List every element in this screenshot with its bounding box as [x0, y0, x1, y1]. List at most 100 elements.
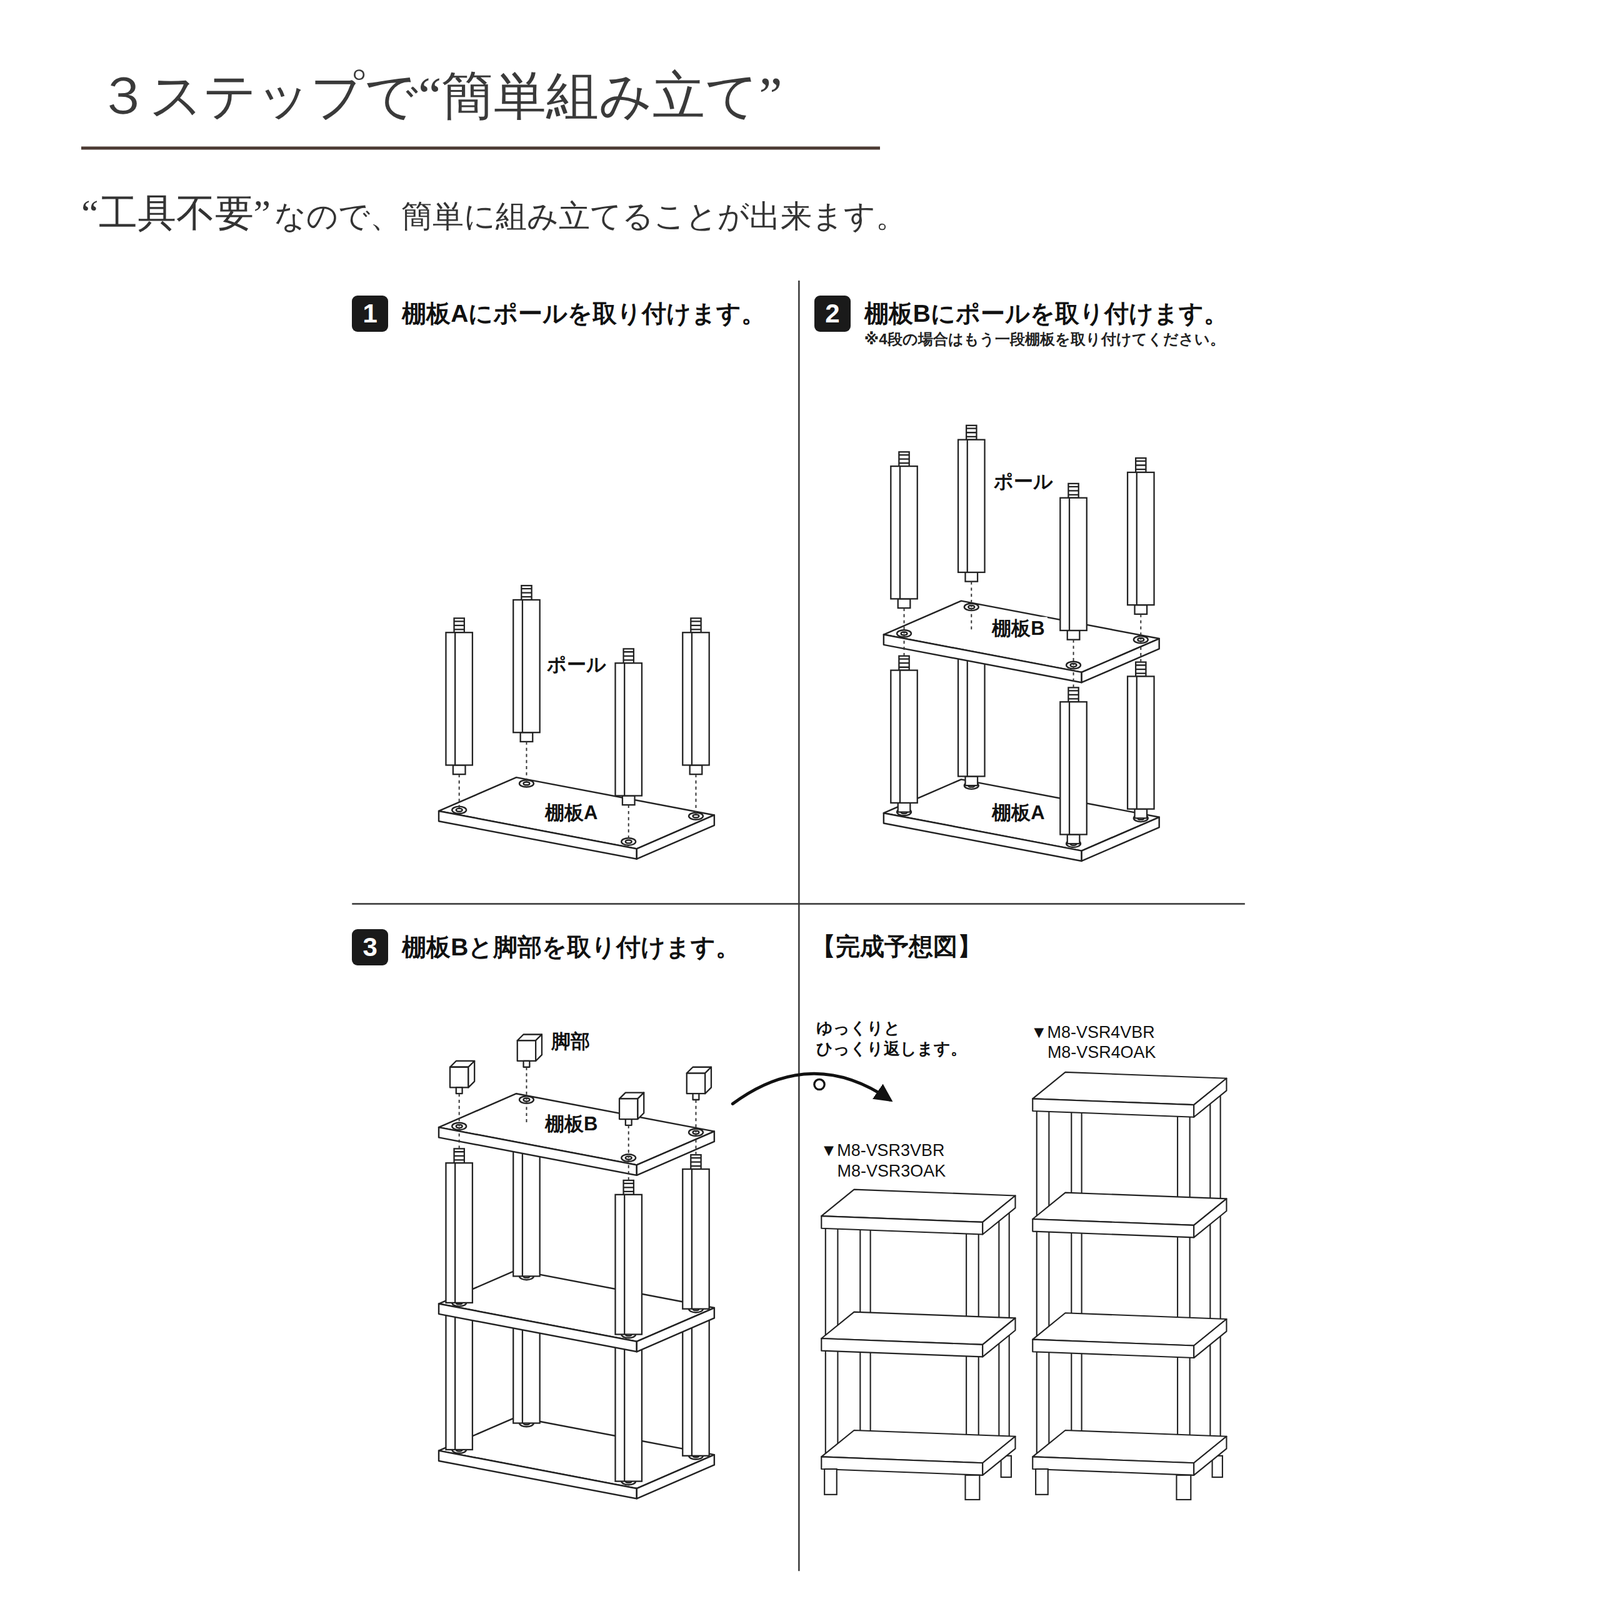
step2-drawing	[883, 779, 1160, 862]
step-instruction: 棚板Bと脚部を取り付けます。	[401, 929, 740, 966]
guide-dots	[1140, 640, 1142, 663]
finished-shelf-4	[1032, 1193, 1227, 1239]
part-label: 脚部	[548, 1030, 593, 1054]
pole	[454, 1303, 456, 1450]
guide-dots	[1140, 614, 1142, 640]
guide-dots	[903, 633, 905, 657]
flip-note: ゆっくりと ひっくり返します。	[816, 1018, 980, 1059]
step-text-column: 棚板Aにポールを取り付けます。	[401, 295, 766, 332]
step1-drawing	[438, 585, 715, 860]
guide-dots	[458, 1126, 460, 1149]
guide-dots	[695, 1100, 697, 1133]
guide-dots	[525, 741, 527, 784]
step3-drawing	[445, 1148, 472, 1304]
pole	[445, 1303, 472, 1450]
step-text-column: 棚板Bにポールを取り付けます。※4段の場合はもう一段棚板を取り付けてください。	[864, 295, 1229, 349]
step-note: ※4段の場合はもう一段棚板を取り付けてください。	[864, 330, 1229, 349]
pole	[682, 1309, 709, 1457]
step-instruction: 棚板Bにポールを取り付けます。	[864, 295, 1229, 332]
step3-drawing	[438, 1035, 715, 1500]
step3-drawing	[438, 1093, 715, 1176]
finished-shelf-4	[1176, 1475, 1191, 1500]
step3-drawing	[438, 1417, 715, 1500]
step2-drawing	[1127, 662, 1154, 819]
step1-drawing	[682, 618, 709, 775]
finished-shelf-4	[1210, 1095, 1220, 1205]
step-number: 1	[363, 298, 378, 329]
step-badge: 2	[814, 295, 851, 332]
guide-dots	[459, 741, 697, 842]
part-label: ポール	[991, 470, 1056, 494]
step3-drawing	[438, 1270, 715, 1353]
flip-arrow	[732, 1073, 890, 1104]
step2-drawing	[1127, 458, 1154, 615]
flip-arrow	[732, 1073, 890, 1104]
finished-shelf-4	[1210, 1215, 1220, 1325]
finished-shelf-4	[1036, 1351, 1050, 1459]
step2-drawing	[883, 425, 1160, 862]
step1-drawing	[445, 618, 472, 775]
title-underline	[81, 146, 880, 150]
guide-dots	[525, 1067, 527, 1100]
step1-drawing	[513, 585, 540, 742]
finished-shelf-3	[998, 1212, 1009, 1325]
assembly-drawing	[351, 280, 1245, 1572]
step-badge: 3	[351, 929, 389, 966]
panel-divider	[798, 280, 800, 1572]
step2-drawing	[890, 451, 917, 609]
finished-shelf-3	[824, 1469, 837, 1495]
step2-drawing	[890, 656, 917, 813]
step-number: 2	[825, 298, 840, 329]
finished-shelf-4	[1210, 1335, 1220, 1443]
step-heading: 3 棚板Bと脚部を取り付けます。	[351, 929, 740, 966]
finished-shelf-3	[821, 1190, 1015, 1500]
step-number: 3	[363, 932, 378, 963]
finished-shelf-3	[825, 1351, 839, 1459]
pole	[623, 1335, 625, 1482]
finished-shelf-3	[821, 1430, 1015, 1476]
step2-drawing	[958, 425, 985, 582]
finished-shelf-4	[1032, 1430, 1227, 1476]
guide-dots	[525, 1100, 527, 1123]
guide-dots	[695, 774, 697, 817]
guide-dots	[459, 1067, 697, 1181]
step3-drawing	[619, 1093, 644, 1126]
part-label: 棚板A	[989, 801, 1047, 825]
guide-dots	[903, 608, 905, 634]
step-heading: 2 棚板Bにポールを取り付けます。※4段の場合はもう一段棚板を取り付けてください。	[814, 295, 1229, 349]
step-badge: 1	[351, 295, 389, 332]
guide-dots	[628, 1158, 630, 1181]
finished-shelf-4	[1032, 1072, 1227, 1118]
step1-drawing	[615, 648, 642, 805]
panel-divider	[351, 280, 1245, 1572]
part-label: ポール	[544, 653, 609, 677]
finished-shelf-3	[825, 1228, 839, 1340]
part-label: 棚板B	[989, 616, 1047, 640]
page-title: ３ステップで“簡単組み立て”	[96, 67, 783, 125]
step3-drawing	[686, 1067, 712, 1100]
step3-drawing	[450, 1061, 475, 1094]
guide-dots	[458, 774, 460, 810]
panel-divider	[351, 903, 1245, 905]
step2-drawing	[1060, 483, 1087, 640]
guide-dots	[970, 581, 972, 608]
step3-drawing	[615, 1180, 642, 1335]
flip-arrow	[814, 1079, 825, 1090]
guide-dots	[1073, 640, 1075, 666]
subtitle-emphasis: “工具不要”	[81, 193, 271, 233]
guide-dots	[628, 1125, 630, 1159]
guide-dots	[970, 606, 972, 630]
finished-shelf-4	[1032, 1313, 1227, 1359]
guide-dots	[628, 805, 630, 842]
finished-shelf-4	[1036, 1231, 1050, 1342]
section-heading: 【完成予想図】	[811, 932, 982, 962]
pole	[691, 1309, 693, 1457]
model-number: ▼M8-VSR4VBR M8-VSR4OAK	[1030, 1022, 1181, 1064]
step-heading: 1 棚板Aにポールを取り付けます。	[351, 295, 766, 332]
step-text-column: 棚板Bと脚部を取り付けます。	[401, 929, 740, 966]
subtitle-text: なので、簡単に組み立てることが出来ます。	[274, 200, 907, 232]
step-instruction: 棚板Aにポールを取り付けます。	[401, 295, 766, 332]
